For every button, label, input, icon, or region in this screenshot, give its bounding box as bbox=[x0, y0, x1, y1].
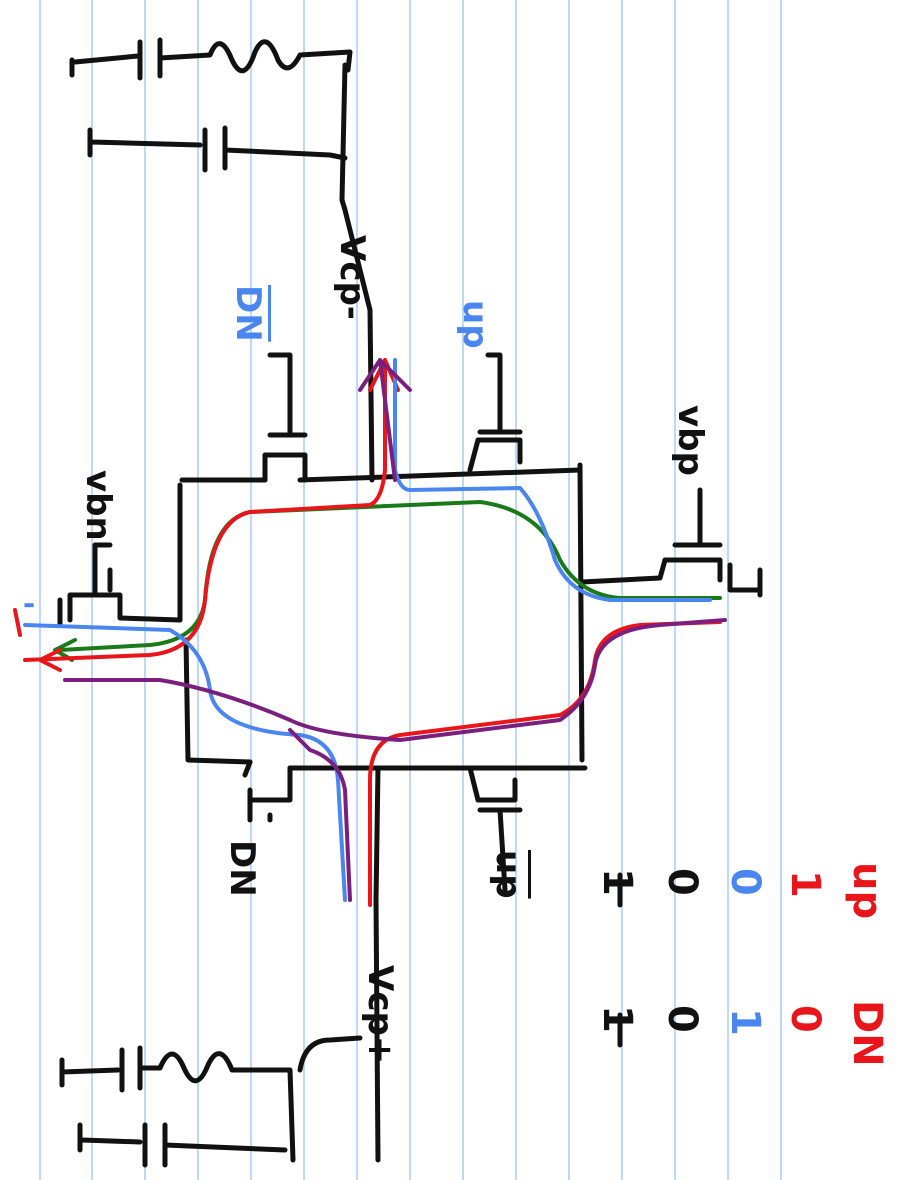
table-cell-dn-row1: 0 bbox=[782, 1005, 828, 1033]
table-cell-up-row4: 1 bbox=[594, 868, 640, 896]
up-transistor bbox=[467, 352, 523, 473]
dn-label: DN bbox=[222, 840, 262, 897]
table-header-up: up bbox=[844, 862, 890, 920]
bottom-resistor-branch bbox=[59, 1045, 296, 1163]
red-tick bbox=[13, 608, 22, 637]
red-path-bottom bbox=[368, 620, 722, 907]
purple-path bbox=[63, 358, 727, 902]
vbp-label: vbp bbox=[670, 405, 710, 476]
table-header-dn: DN bbox=[844, 1000, 890, 1067]
blue-path bbox=[23, 358, 712, 902]
table-cell-up-row3: 0 bbox=[659, 868, 705, 896]
table-cell-up-row1: 1 bbox=[782, 870, 828, 898]
vcp-minus-wire bbox=[339, 62, 375, 483]
up-label: up bbox=[455, 300, 495, 349]
up-bar-text: up bbox=[488, 850, 528, 899]
current-steering-box bbox=[177, 462, 588, 771]
node-left-mark: ' bbox=[0, 600, 40, 611]
dn-bar-transistor bbox=[262, 352, 308, 483]
circuit-wiring bbox=[57, 37, 763, 1168]
vcp-minus-label: Vcp- bbox=[332, 235, 372, 320]
table-cell-dn-row4: 1 bbox=[594, 1005, 640, 1033]
red-left-arrow bbox=[38, 648, 62, 672]
dn-bar-label: DN bbox=[228, 285, 268, 342]
up-bar-transistor bbox=[467, 765, 523, 893]
dn-bar-text: DN bbox=[228, 285, 268, 342]
vcp-plus-label: Vcp+ bbox=[360, 965, 400, 1065]
table-cell-up-row2: 0 bbox=[722, 868, 768, 896]
vbp-transistor bbox=[579, 487, 763, 598]
notebook-rules bbox=[39, 0, 782, 1180]
dn-transistor bbox=[242, 759, 293, 823]
vcp-plus-wire bbox=[373, 765, 381, 1163]
up-bar-label: up bbox=[488, 850, 528, 899]
table-cell-dn-row2: 1 bbox=[722, 1008, 768, 1036]
bottom-capacitor-branch bbox=[77, 1035, 363, 1168]
top-capacitor-branch bbox=[87, 125, 348, 173]
current-paths bbox=[13, 358, 727, 907]
table-cell-dn-row3: 0 bbox=[659, 1005, 705, 1033]
vbn-transistor bbox=[57, 542, 183, 628]
top-capacitor-resistor-branch bbox=[69, 37, 353, 81]
vbn-label: vbn bbox=[78, 470, 118, 541]
